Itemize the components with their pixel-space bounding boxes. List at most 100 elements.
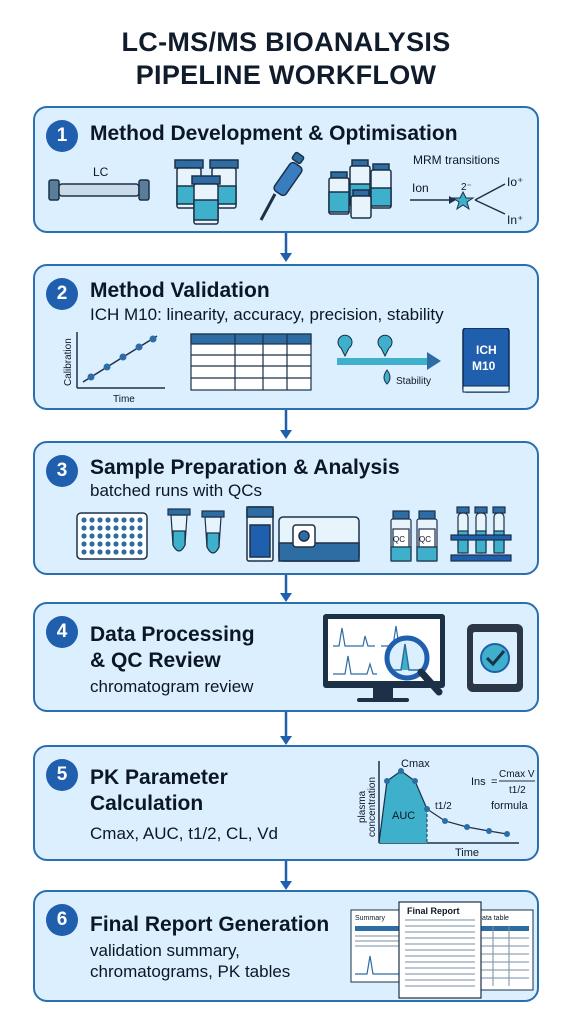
sample-bottles-icon <box>328 159 392 219</box>
well-dot <box>113 525 119 531</box>
formula-eq: = <box>491 776 497 788</box>
arrow-1-2 <box>280 233 292 262</box>
step-5-subtitle: Cmax, AUC, t1/2, CL, Vd <box>90 824 279 843</box>
well-dot <box>121 533 127 539</box>
well-dot <box>137 541 143 547</box>
step-4-subtitle: chromatogram review <box>90 677 254 696</box>
well-dot <box>97 517 103 523</box>
well-dot <box>129 541 135 547</box>
well-dot <box>121 549 127 555</box>
formula-lhs: Ins <box>471 776 486 788</box>
well-dot <box>105 533 111 539</box>
charge-label: 2⁻ <box>461 182 472 193</box>
page-title-line2: PIPELINE WORKFLOW <box>135 60 437 90</box>
step-5-number: 5 <box>46 759 78 791</box>
well-dot <box>97 533 103 539</box>
ion-out-1-label: Io⁺ <box>507 175 523 189</box>
summary-label: Summary <box>355 915 385 922</box>
well-dot <box>89 525 95 531</box>
pk-auc-label: AUC <box>392 810 415 822</box>
ion-out-2-label: In⁺ <box>507 213 523 227</box>
ich-m10-book-icon <box>462 328 510 393</box>
well-dot <box>137 517 143 523</box>
magnifier-icon <box>384 635 443 696</box>
well-dot <box>97 525 103 531</box>
step-2-illustration: Calibration Time Stability ICH M10 <box>63 328 510 405</box>
fragment-star-icon <box>451 190 475 211</box>
arrow-2-3 <box>280 410 292 439</box>
step-6-subtitle-line2: chromatograms, PK tables <box>90 962 291 981</box>
well-dot <box>105 525 111 531</box>
step-5-title-line1: PK Parameter <box>90 766 228 789</box>
step-3-number: 3 <box>46 455 78 487</box>
step-6-illustration: Summary Data table Final Report <box>350 901 534 999</box>
well-dot <box>121 525 127 531</box>
well-dot <box>89 549 95 555</box>
step-4-card: 4 Data Processing & QC Review chromatogr… <box>33 602 539 712</box>
calibration-chart-icon <box>76 332 165 389</box>
well-dot <box>129 533 135 539</box>
well-dot <box>89 541 95 547</box>
data-table-document-icon <box>472 909 534 991</box>
step-3-card: 3 Sample Preparation & Analysis batched … <box>33 441 539 575</box>
well-dot <box>129 517 135 523</box>
lc-ms-instrument-icon <box>246 506 360 562</box>
well-dot <box>81 541 87 547</box>
arrow-3-4 <box>280 575 292 602</box>
well-plate-icon <box>76 512 148 560</box>
step-5-illustration: plasma concentration Cmax AUC t1/2 Time … <box>357 758 535 859</box>
pipette-icon <box>259 151 305 221</box>
calibration-time-label: Time <box>113 394 135 405</box>
pk-cmax-label: Cmax <box>401 758 430 770</box>
tablet-checkmark-icon <box>467 624 523 692</box>
test-tube-rack-icon <box>450 506 512 562</box>
step-1-illustration: LC MRM transitions Ion 2⁻ Io⁺ In⁺ <box>48 151 523 227</box>
step-2-subtitle: ICH M10: linearity, accuracy, precision,… <box>90 305 444 324</box>
well-dot <box>121 517 127 523</box>
summary-document-icon <box>350 909 408 983</box>
stability-arrow-icon <box>337 334 441 385</box>
well-dot <box>89 517 95 523</box>
step-6-subtitle-line1: validation summary, <box>90 941 240 960</box>
well-dot <box>81 533 87 539</box>
well-dot <box>121 541 127 547</box>
step-5-title-line2: Calculation <box>90 792 204 815</box>
step-5-card: 5 PK Parameter Calculation Cmax, AUC, t1… <box>33 745 539 861</box>
calibration-label: Calibration <box>63 338 74 386</box>
book-label-1: ICH <box>476 343 497 357</box>
well-dot <box>89 533 95 539</box>
formula-denominator: t1/2 <box>509 785 526 796</box>
final-report-document-icon <box>398 901 482 999</box>
step-6-card: 6 Final Report Generation validation sum… <box>33 890 539 1002</box>
formula-word: formula <box>491 800 529 812</box>
well-dot <box>81 525 87 531</box>
well-dot <box>137 549 143 555</box>
step-4-title-line2: & QC Review <box>90 649 221 672</box>
step-1-title: Method Development & Optimisation <box>90 122 458 145</box>
well-dot <box>97 549 103 555</box>
formula-numerator: Cmax V <box>499 769 535 780</box>
well-dot <box>129 525 135 531</box>
step-2-title: Method Validation <box>90 279 270 302</box>
step-2-number: 2 <box>46 278 78 310</box>
qc-vials-icon <box>390 510 438 562</box>
step-4-title-line1: Data Processing <box>90 623 255 646</box>
pk-thalf-label: t1/2 <box>435 801 452 812</box>
pk-curve-chart <box>378 761 519 844</box>
well-dot <box>113 533 119 539</box>
well-dot <box>97 541 103 547</box>
well-dot <box>137 533 143 539</box>
step-6-number: 6 <box>46 904 78 936</box>
well-dot <box>81 517 87 523</box>
data-table-icon <box>190 333 312 391</box>
page-title-line1: LC-MS/MS BIOANALYSIS <box>121 27 451 57</box>
step-6-title: Final Report Generation <box>90 913 330 936</box>
lc-label: LC <box>93 165 109 179</box>
arrow-5-6 <box>280 861 292 890</box>
vials-icon <box>174 159 239 225</box>
qc-label-2: QC <box>419 535 431 544</box>
pk-yaxis-label-2: concentration <box>367 777 378 837</box>
well-dot <box>113 541 119 547</box>
stability-label: Stability <box>396 376 431 387</box>
well-dot <box>105 541 111 547</box>
